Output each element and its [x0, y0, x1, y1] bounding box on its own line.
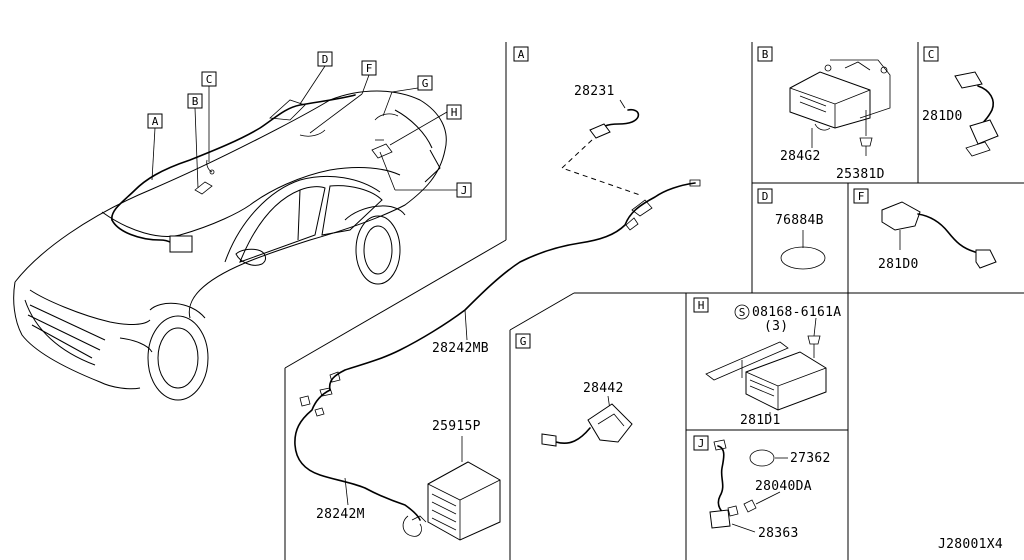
svg-text:28442: 28442: [583, 381, 624, 396]
svg-text:76884B: 76884B: [775, 213, 824, 228]
part-25381d: 25381D: [836, 110, 885, 182]
part-28231: 28231: [561, 84, 641, 196]
callout-a-car: A: [147, 113, 163, 129]
callout-d-panel: D: [757, 188, 773, 204]
svg-text:28231: 28231: [574, 84, 615, 99]
svg-text:J: J: [461, 184, 468, 197]
svg-text:08168-6161A: 08168-6161A: [752, 305, 841, 320]
svg-text:F: F: [858, 190, 865, 203]
svg-text:28040DA: 28040DA: [755, 479, 812, 494]
callout-g-panel: G: [515, 333, 531, 349]
part-28442: 28442: [541, 381, 633, 447]
svg-text:H: H: [451, 106, 458, 119]
svg-text:B: B: [192, 95, 199, 108]
callout-g-car: G: [417, 75, 433, 91]
callout-f-panel: F: [853, 188, 869, 204]
svg-text:F: F: [366, 62, 373, 75]
svg-text:A: A: [152, 115, 159, 128]
part-281d0-c: 281D0: [922, 71, 999, 157]
svg-text:G: G: [520, 335, 527, 348]
part-28242mb: 28242MB: [294, 179, 701, 521]
part-281d0-f: 281D0: [878, 201, 997, 272]
svg-text:281D0: 281D0: [922, 109, 963, 124]
part-28242m: 28242M: [316, 477, 365, 522]
callout-h-car: H: [446, 104, 462, 120]
callout-b-car: B: [187, 93, 203, 109]
svg-text:C: C: [928, 48, 935, 61]
part-27362: 27362: [749, 449, 831, 467]
svg-text:D: D: [762, 190, 769, 203]
svg-text:A: A: [518, 48, 525, 61]
part-76884b: 76884B: [775, 213, 826, 270]
svg-text:(3): (3): [764, 319, 788, 334]
svg-text:S: S: [739, 306, 746, 319]
car-wiring: [111, 94, 399, 253]
part-08168-6161a: S 08168-6161A (3): [734, 304, 841, 358]
callout-j-car: J: [456, 182, 472, 198]
svg-text:281D1: 281D1: [740, 413, 781, 428]
svg-text:28242M: 28242M: [316, 507, 365, 522]
part-28363: 28363: [709, 439, 799, 541]
svg-text:D: D: [322, 53, 329, 66]
svg-text:25915P: 25915P: [432, 419, 481, 434]
callout-d-car: D: [317, 51, 333, 67]
callout-a-panel: A: [513, 46, 529, 62]
svg-text:H: H: [698, 299, 705, 312]
svg-text:284G2: 284G2: [780, 149, 821, 164]
callout-c-panel: C: [923, 46, 939, 62]
svg-text:25381D: 25381D: [836, 167, 885, 182]
callout-h-panel: H: [693, 297, 709, 313]
car-illustration: [13, 90, 447, 401]
callout-f-car: F: [361, 60, 377, 76]
diagram-id: J28001X4: [938, 537, 1003, 552]
part-25915p: 25915P: [402, 419, 501, 541]
panel-borders: [284, 42, 1024, 560]
callout-j-panel: J: [693, 435, 709, 451]
svg-text:J: J: [698, 437, 705, 450]
svg-text:G: G: [422, 77, 429, 90]
svg-text:28242MB: 28242MB: [432, 341, 489, 356]
svg-text:27362: 27362: [790, 451, 831, 466]
part-284g2: 284G2: [780, 59, 891, 164]
svg-text:28363: 28363: [758, 526, 799, 541]
part-28040da: 28040DA: [743, 479, 812, 513]
callout-b-panel: B: [757, 46, 773, 62]
part-281d1: 281D1: [705, 341, 827, 428]
svg-text:281D0: 281D0: [878, 257, 919, 272]
svg-text:C: C: [206, 73, 213, 86]
car-leaders: [151, 65, 457, 191]
callout-c-car: C: [201, 71, 217, 87]
svg-text:B: B: [762, 48, 769, 61]
